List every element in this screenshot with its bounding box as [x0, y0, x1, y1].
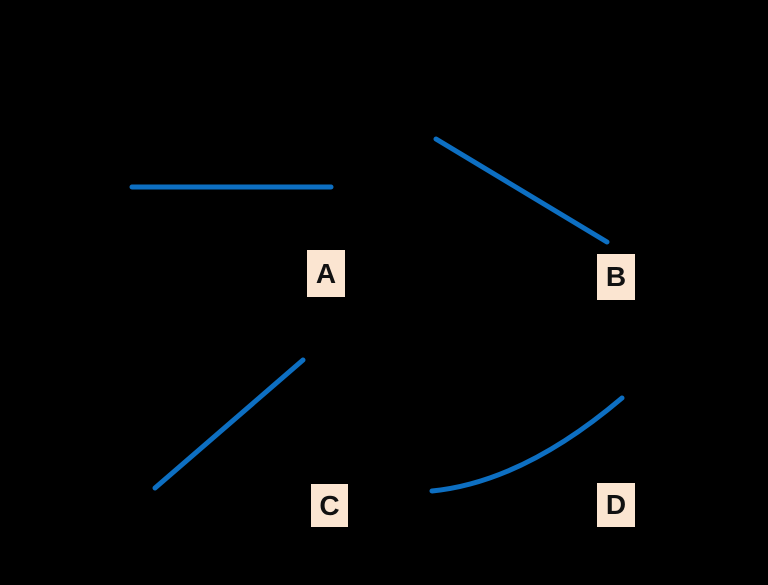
label-box-c: C	[311, 484, 348, 527]
label-letter-c: C	[319, 489, 340, 521]
label-box-d: D	[597, 483, 635, 527]
line-option-c	[152, 357, 306, 491]
label-letter-b: B	[605, 261, 627, 292]
label-letter-a: A	[315, 257, 337, 289]
label-letter-d: D	[605, 489, 627, 520]
label-box-b: B	[597, 254, 635, 300]
curve-option-d	[429, 395, 625, 494]
line-option-b	[433, 136, 610, 245]
label-box-a: A	[307, 250, 345, 297]
